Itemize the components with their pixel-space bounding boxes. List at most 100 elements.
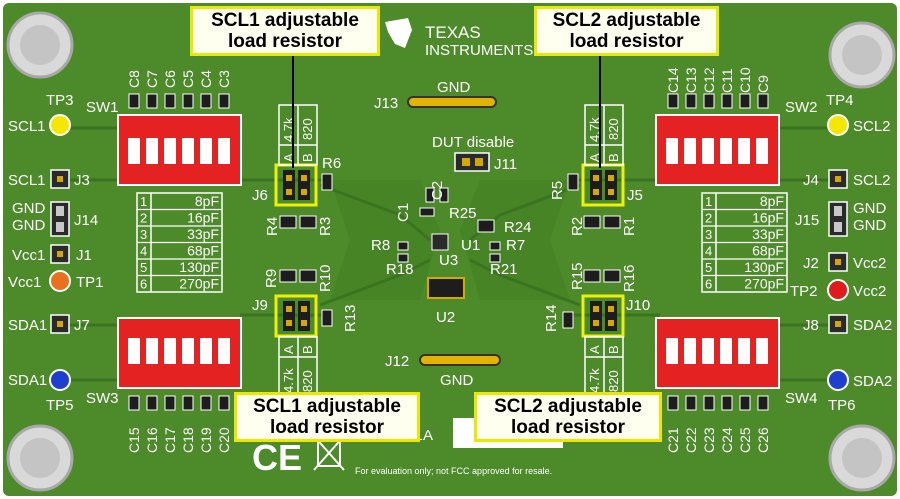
cap-table-value: 16pF [752, 210, 784, 226]
cap-table-value: 130pF [179, 259, 219, 275]
tp2-label: TP2 [790, 283, 818, 300]
scl2-j-label: SCL2 [853, 172, 891, 189]
j12-label: J12 [385, 353, 409, 370]
cap-table-value: 270pF [179, 276, 219, 292]
vcc2-j-label: Vcc2 [853, 255, 886, 272]
j12-jumper-bar[interactable] [419, 354, 501, 366]
gnd-l1-label: GND [12, 200, 46, 217]
dip-switch-sw1[interactable] [117, 114, 242, 186]
sw4-label: SW4 [785, 390, 818, 407]
j10-jumper-block[interactable] [581, 294, 625, 338]
capacitor-label: C20 [216, 427, 232, 453]
capacitor-label: C18 [180, 427, 196, 453]
c1-label: C1 [395, 203, 412, 222]
capacitor-label: C4 [198, 70, 214, 88]
capacitor-pad [146, 93, 158, 109]
capacitor-label: C3 [216, 70, 232, 88]
u2-label: U2 [436, 309, 455, 326]
capacitor-pad [200, 93, 212, 109]
j9-jumper-block[interactable] [274, 294, 318, 338]
capacitor-label: C19 [198, 427, 214, 453]
svg-text:4.7k: 4.7k [587, 117, 602, 142]
gnd-bottom-label: GND [440, 372, 474, 389]
res-box-bottom-left: 4.7k 820 A B [278, 336, 318, 398]
cap-table-index: 6 [140, 277, 147, 292]
gnd-l2-label: GND [12, 217, 46, 234]
svg-text:820: 820 [300, 370, 315, 392]
r5-label: R5 [549, 181, 566, 200]
r18-label: R18 [386, 261, 414, 278]
dip-switch-sw2[interactable] [655, 114, 780, 186]
cap-table-index: 1 [705, 194, 712, 209]
gnd-r1-label: GND [853, 200, 887, 217]
sw3-label: SW3 [86, 390, 119, 407]
j13-jumper-bar[interactable] [407, 96, 497, 108]
ti-logo: TEXAS INSTRUMENTS [385, 18, 533, 59]
cap-table-value: 68pF [187, 243, 219, 259]
svg-text:B: B [300, 345, 315, 354]
capacitor-label: C21 [665, 427, 681, 453]
svg-text:4.7k: 4.7k [281, 368, 296, 393]
capacitor-label: C7 [144, 70, 160, 88]
j13-label: J13 [374, 95, 398, 112]
tp6-testpoint[interactable] [827, 369, 849, 391]
capacitor-pad [721, 93, 733, 109]
j11-header[interactable] [454, 152, 490, 172]
cap-table-value: 130pF [744, 259, 784, 275]
capacitor-label: C25 [737, 427, 753, 453]
capacitor-pad [667, 395, 679, 411]
capacitor-label: C5 [180, 70, 196, 88]
r2-label: R2 [569, 217, 586, 236]
r16-label: R16 [621, 264, 638, 292]
capacitor-pad [128, 395, 140, 411]
tp1-testpoint[interactable] [49, 270, 71, 292]
j15-header[interactable] [828, 201, 848, 237]
j8-label: J8 [803, 317, 819, 334]
footer-note: For evaluation only; not FCC approved fo… [355, 466, 552, 476]
capacitor-label: C15 [126, 427, 142, 453]
vcc2-tp-label: Vcc2 [853, 283, 886, 300]
tp2-testpoint[interactable] [827, 279, 849, 301]
j10-label: J10 [626, 297, 650, 314]
cap-table-index: 6 [705, 277, 712, 292]
cap-table-value: 270pF [744, 276, 784, 292]
r3-label: R3 [317, 217, 334, 236]
u1-label: U1 [461, 237, 480, 254]
ce-mark: CE [252, 437, 302, 478]
scl2-tp-label: SCL2 [853, 118, 891, 135]
tp4-label: TP4 [826, 92, 854, 109]
j14-header[interactable] [50, 201, 70, 237]
vcc1-tp-label: Vcc1 [8, 274, 41, 291]
dip-switch-sw3[interactable] [117, 317, 242, 389]
capacitor-pad [703, 395, 715, 411]
svg-text:A: A [281, 153, 296, 162]
tp5-label: TP5 [46, 397, 74, 414]
cap-table-index: 4 [705, 244, 712, 259]
capacitor-pad [128, 93, 140, 109]
dip-switch-sw4[interactable] [655, 317, 780, 389]
capacitor-pad [218, 93, 230, 109]
svg-text:A: A [587, 153, 602, 162]
tp5-testpoint[interactable] [49, 369, 71, 391]
capacitor-pad [218, 395, 230, 411]
capacitor-pad [757, 395, 769, 411]
tp1-label: TP1 [76, 274, 104, 291]
j2-label: J2 [803, 255, 819, 272]
resistor-parts [279, 173, 621, 329]
res-box-bottom-right: 4.7k 820 A B [584, 336, 624, 398]
capacitor-pad [667, 93, 679, 109]
tp4-testpoint[interactable] [827, 114, 849, 136]
gnd-top-label: GND [437, 79, 471, 96]
tp3-testpoint[interactable] [49, 114, 71, 136]
res-box-top-right: 4.7k 820 A B [584, 104, 624, 166]
capacitor-label: C10 [737, 67, 753, 93]
capacitor-label: C8 [126, 70, 142, 88]
cap-table-index: 2 [705, 211, 712, 226]
scl1-tp-label: SCL1 [8, 118, 46, 135]
cap-table-index: 5 [140, 260, 147, 275]
u2-ic [427, 277, 465, 299]
vcc1-j-label: Vcc1 [12, 247, 45, 264]
cap-table-value: 16pF [187, 210, 219, 226]
